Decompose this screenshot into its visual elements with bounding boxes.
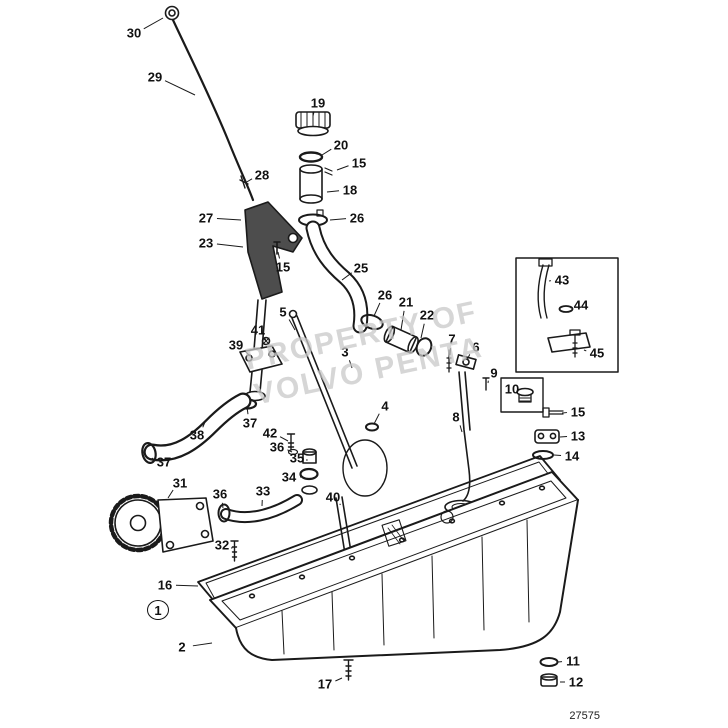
inset-box-plug bbox=[500, 377, 544, 413]
callout-27-7: 27 bbox=[198, 210, 214, 226]
callout-3-18: 3 bbox=[341, 344, 349, 360]
callout-25-11: 25 bbox=[353, 260, 369, 276]
oil-pump bbox=[108, 493, 239, 562]
dipstick-tube-lower bbox=[261, 309, 388, 497]
callout-19-2: 19 bbox=[310, 95, 326, 111]
callout-38-31: 38 bbox=[189, 427, 205, 443]
callout-13-29: 13 bbox=[570, 428, 586, 444]
callout-23-9: 23 bbox=[198, 235, 214, 251]
callout-31-38: 31 bbox=[172, 475, 188, 491]
callout-28-5: 28 bbox=[254, 167, 270, 183]
callout-22-15: 22 bbox=[419, 307, 435, 323]
callout-39-17: 39 bbox=[228, 337, 244, 353]
inset-box-dipstick-bracket bbox=[515, 257, 619, 373]
callout-41-16: 41 bbox=[250, 322, 266, 338]
callout-33-39: 33 bbox=[255, 483, 271, 499]
callout-15-4: 15 bbox=[351, 155, 367, 171]
callout-40-41: 40 bbox=[325, 489, 341, 505]
callout-29-1: 29 bbox=[147, 69, 163, 85]
callout-35-35: 35 bbox=[289, 450, 305, 466]
callout-20-3: 20 bbox=[333, 137, 349, 153]
callout-12-48: 12 bbox=[568, 674, 584, 690]
callout-43-21: 43 bbox=[554, 272, 570, 288]
callout-37-32: 37 bbox=[242, 415, 258, 431]
callout-26-8: 26 bbox=[349, 210, 365, 226]
drain-plug bbox=[343, 657, 559, 687]
callout-18-6: 18 bbox=[342, 182, 358, 198]
callout-5-14: 5 bbox=[279, 304, 287, 320]
callout-34-37: 34 bbox=[281, 469, 297, 485]
callout-2-45: 2 bbox=[178, 639, 186, 655]
callout-44-22: 44 bbox=[573, 297, 589, 313]
callout-30-0: 30 bbox=[126, 25, 142, 41]
dipstick-tube-bracket bbox=[244, 201, 303, 351]
callout-21-13: 21 bbox=[398, 294, 414, 310]
callout-32-42: 32 bbox=[214, 537, 230, 553]
callout-10-25: 10 bbox=[504, 381, 520, 397]
callout-36-40: 36 bbox=[212, 486, 228, 502]
diagram-number: 27575 bbox=[569, 710, 600, 722]
callout-37-36: 37 bbox=[156, 454, 172, 470]
oil-pan bbox=[209, 471, 579, 661]
callout-11-47: 11 bbox=[566, 653, 580, 669]
callout-16-43: 16 bbox=[157, 577, 173, 593]
oil-pump-hose bbox=[141, 392, 252, 464]
callout-42-33: 42 bbox=[262, 425, 278, 441]
callout-7-19: 7 bbox=[448, 331, 456, 347]
oil-filler-assembly bbox=[295, 111, 333, 227]
callout-15-28: 15 bbox=[570, 404, 586, 420]
bracket-group bbox=[532, 407, 564, 460]
callout-4-26: 4 bbox=[381, 398, 389, 414]
callout-1-44: 1 bbox=[147, 600, 169, 620]
callout-26-12: 26 bbox=[377, 287, 393, 303]
callout-15-10: 15 bbox=[275, 259, 291, 275]
callout-6-20: 6 bbox=[472, 339, 480, 355]
filler-hose bbox=[305, 220, 433, 357]
callout-45-23: 45 bbox=[589, 345, 605, 361]
dipstick bbox=[164, 5, 255, 202]
callout-14-30: 14 bbox=[564, 448, 580, 464]
callout-17-46: 17 bbox=[317, 676, 333, 692]
callout-9-24: 9 bbox=[490, 365, 498, 381]
callout-8-27: 8 bbox=[452, 409, 460, 425]
callout-36-34: 36 bbox=[269, 439, 285, 455]
